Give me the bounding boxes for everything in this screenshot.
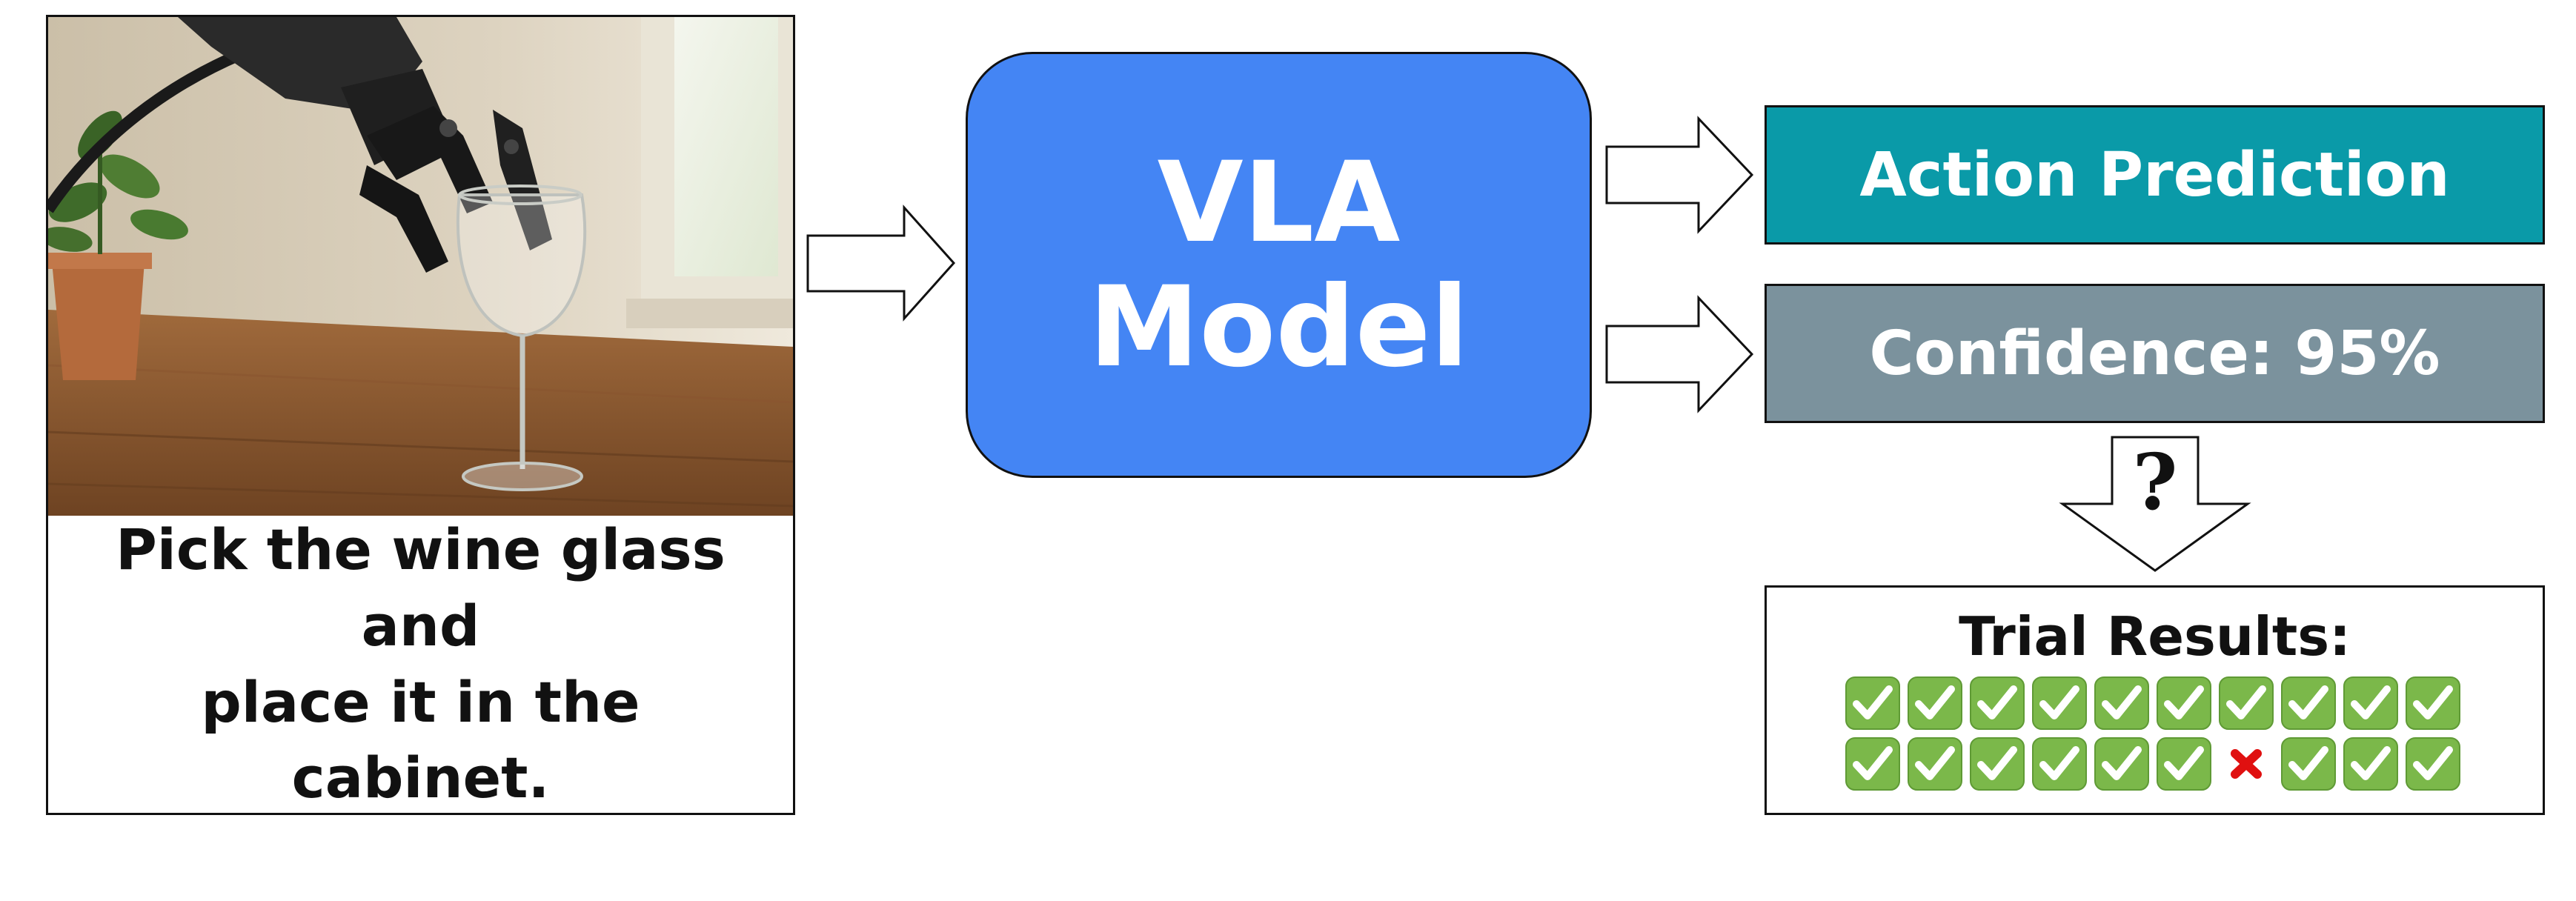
check-mark-button-icon [1844, 736, 1902, 792]
model-label-line-2: Model [1089, 262, 1469, 392]
model-to-confidence-arrow [1605, 295, 1754, 413]
input-to-model-arrow [806, 205, 956, 322]
action-prediction-box: Action Prediction [1765, 105, 2545, 245]
check-mark-button-icon [1906, 675, 1964, 731]
check-mark-button-icon [2342, 675, 2400, 731]
check-mark-button-icon [2031, 675, 2088, 731]
confidence-label: Confidence: 95% [1869, 318, 2440, 389]
instruction-line-1: Pick the wine glass and [116, 516, 726, 659]
check-mark-button-icon [2404, 675, 2462, 731]
check-mark-button-icon [2031, 736, 2088, 792]
confidence-box: Confidence: 95% [1765, 284, 2545, 423]
instruction-line-2: place it in the cabinet. [201, 668, 640, 811]
trial-results-box: Trial Results: [1765, 585, 2545, 815]
check-mark-button-icon [2342, 736, 2400, 792]
instruction-text: Pick the wine glass and place it in the … [48, 516, 793, 813]
check-mark-button-icon [2155, 736, 2213, 792]
robot-arm-wine-glass-photo [48, 17, 793, 516]
check-mark-button-icon [1906, 736, 1964, 792]
model-label-line-1: VLA [1157, 138, 1401, 267]
question-mark-icon: ? [2132, 436, 2178, 528]
check-mark-button-icon [2280, 675, 2337, 731]
model-to-action-arrow [1605, 116, 1754, 234]
check-mark-button-icon [1968, 736, 2026, 792]
action-prediction-label: Action Prediction [1859, 139, 2450, 210]
input-panel: Pick the wine glass and place it in the … [46, 15, 795, 815]
trial-results-title: Trial Results: [1959, 605, 2351, 668]
check-mark-button-icon [2093, 736, 2151, 792]
check-mark-button-icon [2217, 675, 2275, 731]
trial-row-1 [1844, 675, 2462, 731]
check-mark-button-icon [2093, 675, 2151, 731]
trial-row-2 [1844, 736, 2462, 792]
check-mark-button-icon [1968, 675, 2026, 731]
check-mark-button-icon [2404, 736, 2462, 792]
cross-mark-icon [2217, 736, 2275, 792]
check-mark-button-icon [2280, 736, 2337, 792]
vla-model-box: VLA Model [966, 52, 1592, 478]
check-mark-button-icon [1844, 675, 1902, 731]
check-mark-button-icon [2155, 675, 2213, 731]
